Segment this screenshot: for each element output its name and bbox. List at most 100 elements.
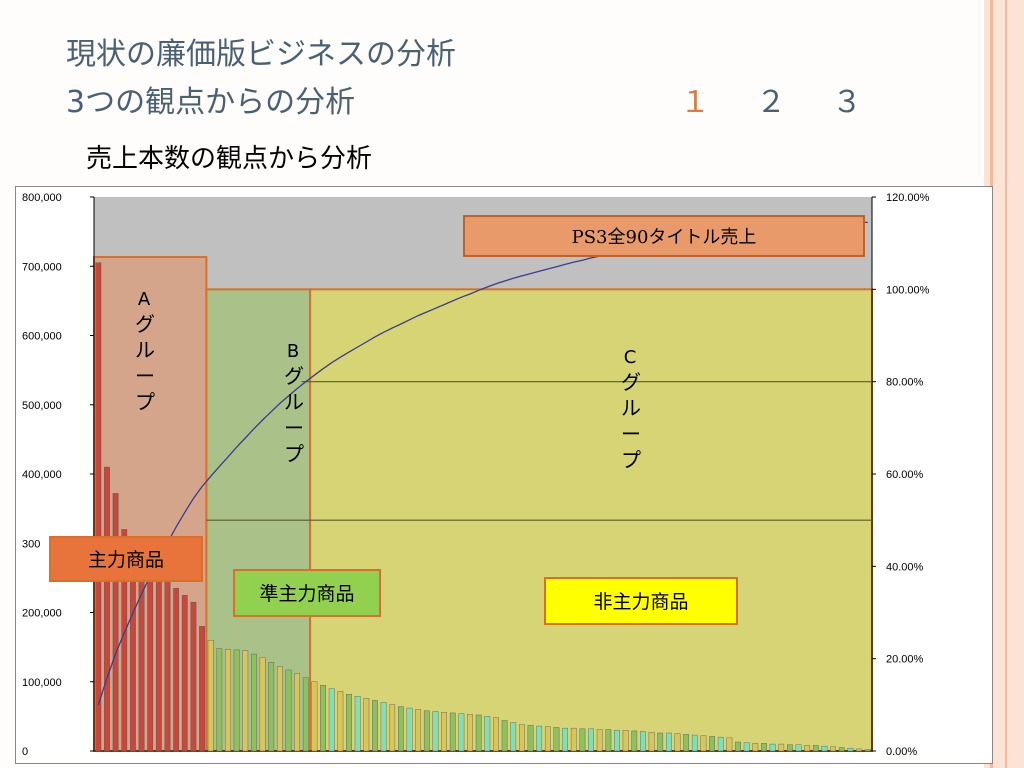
y-left-tick-label: 600,000: [22, 331, 62, 343]
bar: [683, 734, 690, 752]
bar: [458, 713, 465, 752]
bar: [769, 743, 776, 752]
y-right-tick-label: 100.00%: [886, 284, 930, 296]
bar: [268, 662, 275, 752]
bar: [285, 669, 292, 752]
bar: [605, 729, 612, 752]
bar: [519, 724, 525, 752]
bar: [147, 560, 154, 752]
bar: [761, 743, 767, 752]
bar: [242, 650, 249, 752]
bar: [372, 700, 378, 752]
y-right-tick-label: 80.00%: [886, 377, 924, 389]
bar: [199, 626, 205, 752]
band-label-c: 非主力商品: [593, 591, 688, 613]
bar: [821, 745, 828, 752]
bar: [294, 673, 301, 752]
slide-edge-line-2: [1005, 0, 1007, 768]
y-right-tick-label: 20.00%: [886, 654, 924, 666]
group-letter-c: C: [624, 347, 637, 368]
bar: [527, 725, 534, 752]
bar: [631, 730, 638, 752]
bar: [579, 728, 586, 752]
group-letter-a: A: [138, 289, 151, 310]
bar: [467, 714, 473, 752]
bar: [795, 744, 802, 752]
group-kana: グ: [621, 370, 641, 394]
bar: [173, 588, 180, 752]
bar: [752, 743, 759, 752]
band-label-b: 準主力商品: [259, 583, 354, 605]
bar: [207, 640, 214, 752]
bar: [657, 732, 664, 752]
bar: [614, 730, 620, 752]
slide-title-line1: 現状の廉価版ビジネスの分析: [66, 37, 456, 72]
bar: [804, 745, 811, 752]
bar: [233, 649, 240, 752]
group-kana: ル: [284, 390, 304, 414]
bar: [441, 712, 447, 752]
bar: [389, 704, 396, 752]
y-right-tick-label: 60.00%: [886, 469, 924, 481]
bar: [190, 601, 197, 752]
slide-subtitle: 売上本数の観点から分析: [86, 144, 373, 174]
bar: [484, 716, 491, 752]
y-left-tick-label: 0: [22, 746, 28, 758]
y-left-tick-label: 800,000: [22, 192, 62, 204]
bar: [562, 727, 569, 752]
group-kana: ー: [621, 422, 641, 446]
bar: [700, 735, 707, 752]
group-kana: ル: [135, 338, 155, 362]
bar: [812, 745, 819, 752]
bar: [363, 698, 370, 752]
bar: [864, 749, 871, 752]
band-label-box-c: [544, 577, 738, 625]
bar: [665, 732, 672, 752]
chart-title: PS3全90タイトル売上: [572, 227, 757, 248]
band-label-a: 主力商品: [88, 549, 164, 571]
bar: [674, 733, 681, 752]
bar: [856, 748, 862, 752]
group-kana: ル: [621, 396, 641, 420]
bar: [691, 734, 698, 752]
bar: [726, 737, 733, 752]
bar: [164, 579, 171, 752]
bar: [225, 649, 231, 752]
bar: [380, 702, 387, 752]
y-right-tick-label: 120.00%: [886, 192, 930, 204]
bar: [259, 657, 266, 752]
bar: [847, 748, 854, 752]
group-kana: ー: [284, 416, 304, 440]
y-right-tick-label: 40.00%: [886, 561, 924, 573]
page-number-3[interactable]: ３: [832, 85, 862, 120]
y-left-tick-label: 400,000: [22, 469, 62, 481]
group-kana: プ: [621, 448, 641, 472]
bar: [510, 722, 517, 752]
y-left-tick-label: 500,000: [22, 400, 62, 412]
chart-svg: 800,000700,000600,000500,000400,00030020…: [22, 192, 930, 758]
page-number-2[interactable]: ２: [756, 85, 786, 120]
bar: [251, 653, 257, 752]
group-kana: ー: [135, 364, 155, 388]
group-kana: プ: [284, 442, 304, 466]
page-number-1[interactable]: １: [680, 85, 710, 120]
y-left-tick-label: 700,000: [22, 261, 62, 273]
y-right-tick-label: 0.00%: [886, 746, 917, 758]
bar: [640, 731, 646, 752]
bar: [181, 594, 188, 752]
bar: [328, 688, 335, 752]
bar: [104, 466, 110, 752]
bar: [544, 726, 551, 752]
bar: [95, 262, 102, 752]
bar: [717, 736, 724, 752]
bar: [302, 677, 309, 752]
band-label-box-a: [49, 536, 203, 582]
bar: [311, 681, 318, 752]
bar: [337, 691, 344, 752]
band-label-box-b: [233, 569, 381, 617]
bar: [709, 736, 715, 752]
bar: [320, 685, 326, 752]
y-left-tick-label: 200,000: [22, 608, 62, 620]
group-kana: グ: [284, 364, 304, 388]
